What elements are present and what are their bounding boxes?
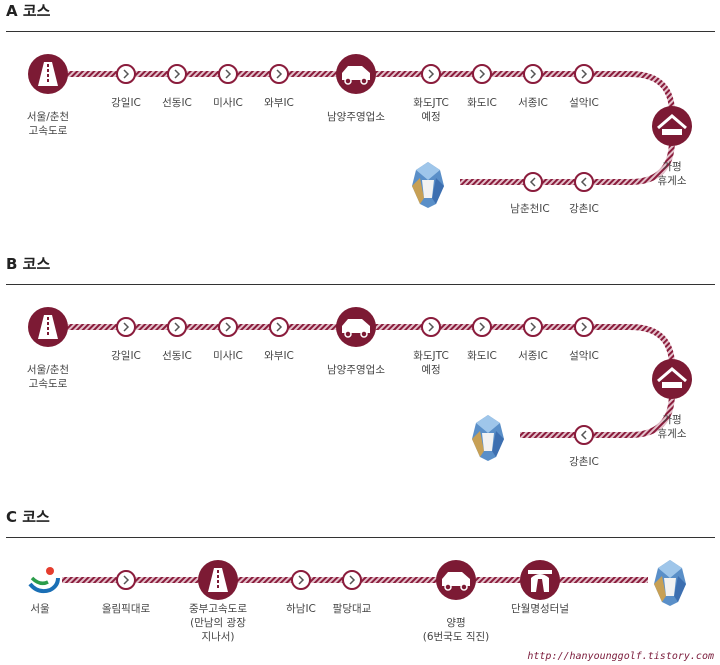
ic-label: 서종IC	[518, 350, 548, 362]
ic-marker	[116, 570, 136, 590]
car-icon	[336, 307, 376, 347]
yangpyeong-label: 양평(6번국도 직진)	[422, 617, 490, 643]
ic-marker	[574, 64, 594, 84]
ic-label: 화도IC	[467, 97, 497, 109]
bridge-label: 팔당대교	[332, 603, 372, 615]
ic-label: 선동IC	[162, 350, 192, 362]
ic-label: 강일IC	[111, 350, 141, 362]
ic-marker	[291, 570, 311, 590]
golf-club-logo-icon	[412, 162, 444, 208]
ic-marker	[218, 317, 238, 337]
highway-icon	[28, 307, 68, 347]
ic-label: 서종IC	[518, 97, 548, 109]
blog-watermark: http://hanyounggolf.tistory.com	[527, 651, 714, 662]
ic-marker	[269, 317, 289, 337]
road-label: 올림픽대로	[101, 603, 151, 615]
ic-marker	[421, 64, 441, 84]
golf-club-logo-icon	[654, 560, 686, 606]
ic-label: 설악IC	[569, 97, 599, 109]
ic-marker	[523, 317, 543, 337]
ic-marker	[421, 317, 441, 337]
course-c-title: C 코스	[6, 508, 50, 526]
ic-marker	[523, 64, 543, 84]
course-c-divider	[6, 537, 715, 538]
ic-label: 미사IC	[213, 350, 243, 362]
tunnel-label: 단월명성터널	[511, 603, 569, 615]
ic-label: 강촌IC	[569, 203, 599, 215]
ic-label: 미사IC	[213, 97, 243, 109]
office-label: 남양주영업소	[327, 111, 385, 123]
ic-marker	[167, 64, 187, 84]
ic-marker	[574, 172, 594, 192]
ic-label: 와부IC	[264, 97, 294, 109]
car-icon	[336, 54, 376, 94]
ic-marker	[167, 317, 187, 337]
ic-marker	[472, 64, 492, 84]
ic-marker	[574, 425, 594, 445]
seoul-city-logo-icon	[28, 567, 60, 594]
tunnel-icon	[520, 560, 560, 600]
ic-marker	[116, 317, 136, 337]
ic-label: 남춘천IC	[510, 203, 550, 215]
course-c-route-map	[28, 560, 686, 606]
ic-label: 와부IC	[264, 350, 294, 362]
ic-label: 선동IC	[162, 97, 192, 109]
course-a-route-map	[28, 54, 692, 208]
car-icon	[436, 560, 476, 600]
ic-marker	[116, 64, 136, 84]
ic-label: 하남IC	[286, 603, 316, 615]
rest-area-icon	[652, 359, 692, 399]
start-label: 서울	[30, 603, 50, 615]
ic-marker	[523, 172, 543, 192]
ic-marker	[218, 64, 238, 84]
rest-area-icon	[652, 106, 692, 146]
office-label: 남양주영업소	[327, 364, 385, 376]
course-a-divider	[6, 31, 715, 32]
ic-label: 설악IC	[569, 350, 599, 362]
course-b-route-map	[28, 307, 692, 461]
golf-club-logo-icon	[472, 415, 504, 461]
course-b-title: B 코스	[6, 255, 51, 273]
course-b-divider	[6, 284, 715, 285]
ic-label: 강촌IC	[569, 456, 599, 468]
ic-marker	[342, 570, 362, 590]
ic-label: 화도IC	[467, 350, 497, 362]
ic-marker	[472, 317, 492, 337]
highway-icon	[28, 54, 68, 94]
highway-icon	[198, 560, 238, 600]
ic-marker	[574, 317, 594, 337]
ic-marker	[269, 64, 289, 84]
course-a-title: A 코스	[6, 2, 51, 20]
ic-label: 강일IC	[111, 97, 141, 109]
